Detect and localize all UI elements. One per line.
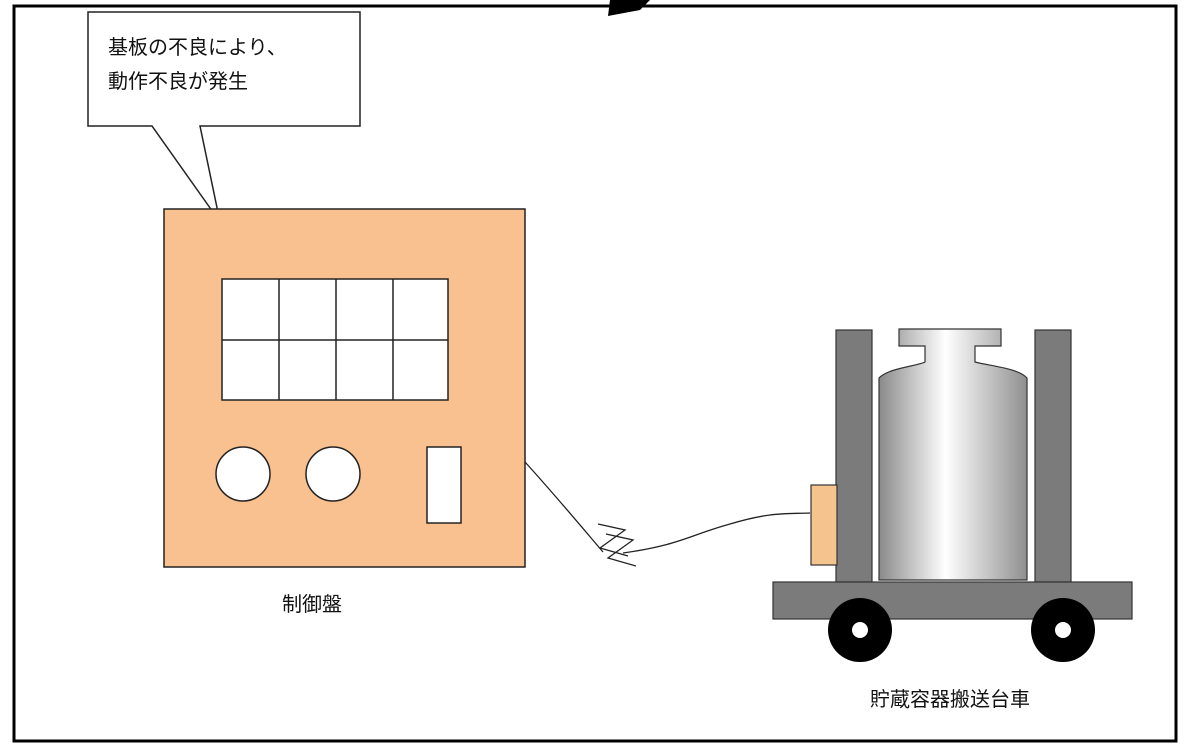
callout-bubble (87, 11, 361, 223)
control-panel (163, 208, 526, 568)
callout-line-1: 基板の不良により、 (108, 35, 287, 59)
panel-button-right (305, 446, 361, 502)
cable-segment-2 (622, 512, 811, 554)
cart-wheel-right-hub (1055, 622, 1071, 638)
callout-line-2: 動作不良が発生 (108, 69, 248, 93)
panel-switch (426, 446, 462, 524)
cart-label: 貯蔵容器搬送台車 (870, 687, 1030, 711)
control-panel-label: 制御盤 (282, 592, 342, 616)
storage-container (878, 328, 1028, 581)
cart-connector (810, 484, 838, 566)
cart-wheel-left-hub (852, 622, 868, 638)
cable-segment-1 (524, 461, 604, 553)
top-arrow-fragment (608, 0, 650, 16)
panel-display-grid (221, 278, 449, 401)
callout-text: 基板の不良により、 動作不良が発生 (108, 30, 287, 98)
panel-button-left (215, 446, 271, 502)
cable-break-2 (605, 533, 637, 567)
cart-post-left (835, 329, 873, 583)
cable (524, 461, 811, 567)
transport-cart (772, 328, 1133, 662)
cable-break-1 (597, 523, 629, 557)
cart-post-right (1034, 329, 1072, 583)
